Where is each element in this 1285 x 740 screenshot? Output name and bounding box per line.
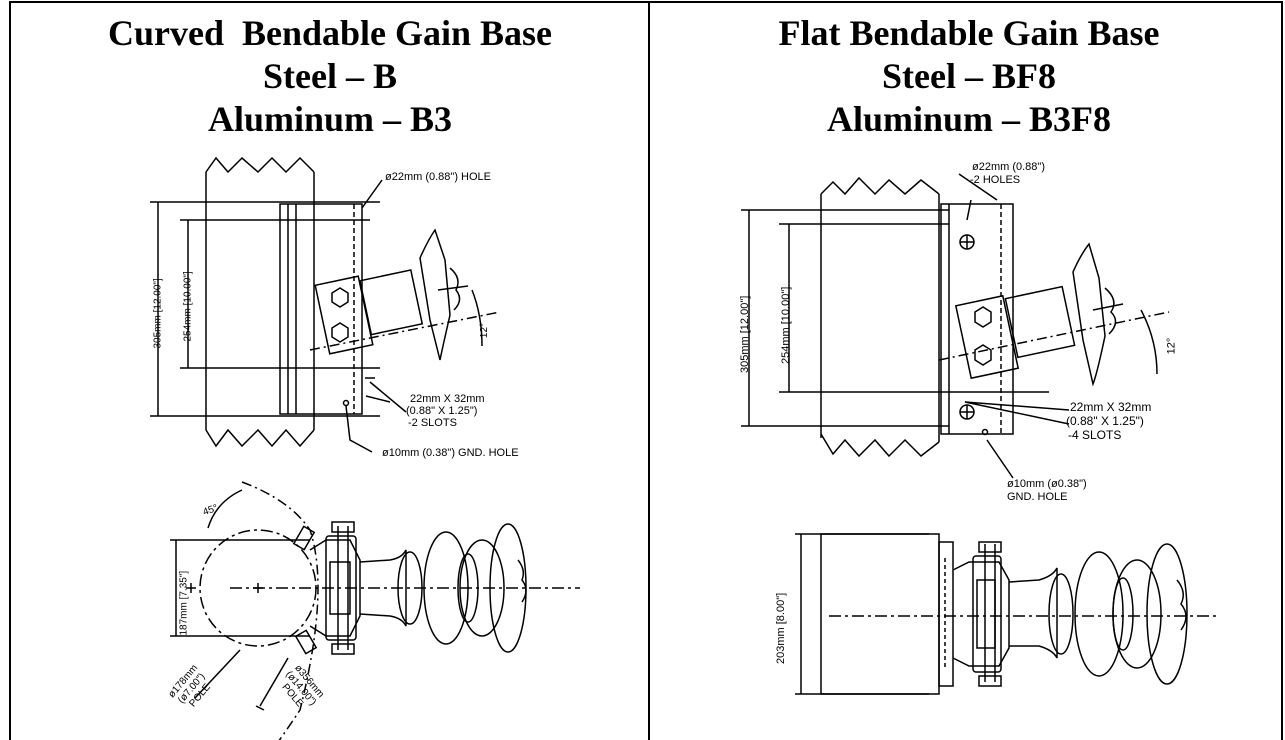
left-slots-line2: (0.88" X 1.25") bbox=[406, 405, 478, 417]
left-slots-line3: -2 SLOTS bbox=[408, 417, 457, 429]
left-steel-code: Steel – B bbox=[263, 56, 397, 96]
left-dim-plan: 187mm [7.35"] bbox=[178, 570, 190, 636]
left-angle: 12° bbox=[479, 322, 491, 339]
right-hole-callout-line1: ø22mm (0.88") bbox=[972, 161, 1045, 173]
right-angle: 12° bbox=[1165, 337, 1178, 355]
left-dim-inner: 254mm [10.00"] bbox=[182, 271, 194, 342]
right-slots-line3: -4 SLOTS bbox=[1068, 428, 1122, 442]
left-hole-callout: ø22mm (0.88") HOLE bbox=[385, 171, 491, 183]
right-steel-code: Steel – BF8 bbox=[882, 56, 1056, 96]
left-title: Curved Bendable Gain Base bbox=[107, 13, 553, 53]
left-gnd-callout: ø10mm (0.38") GND. HOLE bbox=[382, 447, 519, 459]
right-dim-outer: 305mm [12.00"] bbox=[739, 295, 751, 373]
right-aluminum-code: Aluminum – B3F8 bbox=[826, 99, 1112, 139]
right-dim-inner: 254mm [10.00"] bbox=[780, 286, 792, 364]
right-title: Flat Bendable Gain Base bbox=[778, 13, 1160, 53]
right-dim-plan: 203mm [8.00"] bbox=[775, 592, 787, 664]
right-gnd-callout-line1: ø10mm (ø0.38") bbox=[1007, 478, 1087, 490]
left-slots-line1: 22mm X 32mm bbox=[410, 393, 485, 405]
left-title-block: Curved Bendable Gain Base Steel – B Alum… bbox=[10, 12, 650, 141]
right-title-block: Flat Bendable Gain Base Steel – BF8 Alum… bbox=[649, 12, 1285, 141]
right-gnd-callout-line2: GND. HOLE bbox=[1007, 491, 1068, 503]
right-slots-line1: 22mm X 32mm bbox=[1070, 400, 1152, 414]
right-hole-callout-line2: -2 HOLES bbox=[970, 174, 1021, 186]
left-dim-outer: 305mm [12.00"] bbox=[152, 278, 164, 349]
left-elevation-drawing bbox=[150, 156, 580, 740]
left-aluminum-code: Aluminum – B3 bbox=[207, 99, 453, 139]
right-slots-line2: (0.88" X 1.25") bbox=[1066, 414, 1144, 428]
right-elevation-drawing bbox=[741, 173, 1217, 695]
